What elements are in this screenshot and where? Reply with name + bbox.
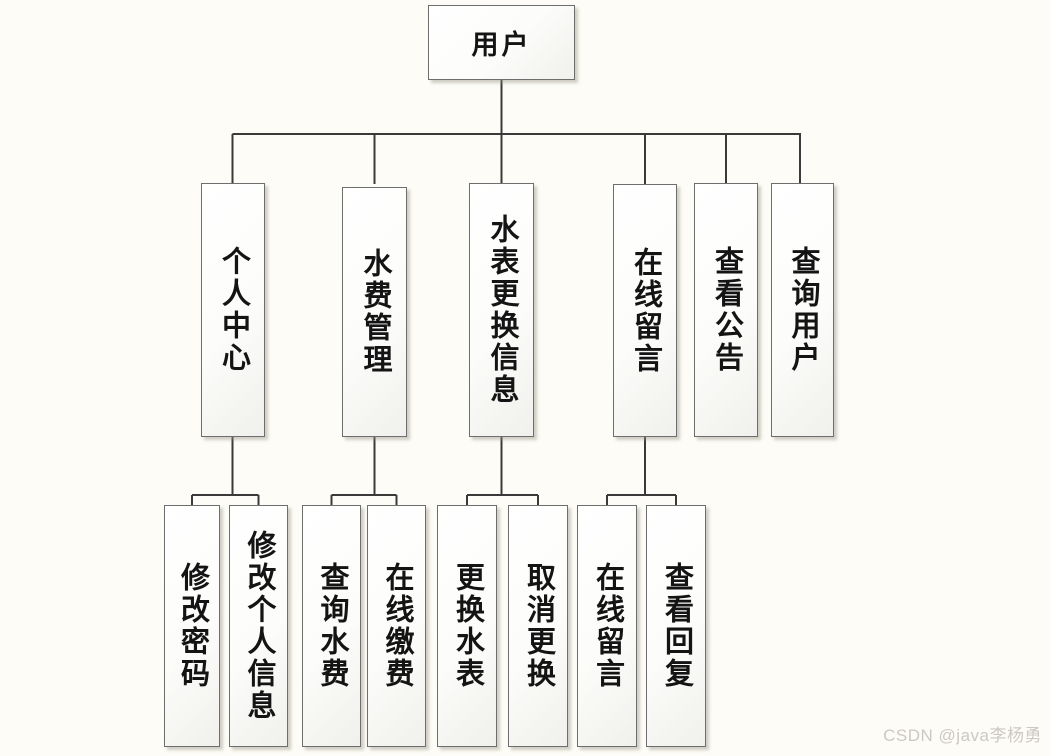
node-query-users-label: 查询用户 xyxy=(787,246,819,374)
node-cancel-replacement: 取消更换 xyxy=(508,505,568,747)
node-online-message: 在线留言 xyxy=(613,184,677,437)
node-cancel-replacement-label: 取消更换 xyxy=(522,562,555,690)
node-online-message-label: 在线留言 xyxy=(629,246,662,375)
node-edit-personal-info-label: 修改个人信息 xyxy=(243,530,275,722)
node-change-password: 修改密码 xyxy=(164,505,220,747)
node-edit-personal-info: 修改个人信息 xyxy=(229,505,288,747)
node-meter-replacement-info-label: 水表更换信息 xyxy=(486,214,518,406)
root-bus-line xyxy=(232,80,801,135)
node-query-users: 查询用户 xyxy=(771,183,834,437)
node-replace-water-meter: 更换水表 xyxy=(437,505,497,747)
node-query-water-fee: 查询水费 xyxy=(302,505,361,747)
node-water-fee-management-label: 水费管理 xyxy=(359,248,391,376)
node-online-message-child-label: 在线留言 xyxy=(591,562,624,690)
group-water-fee-lines xyxy=(330,437,398,506)
node-online-payment: 在线缴费 xyxy=(367,505,426,747)
node-view-replies-label: 查看回复 xyxy=(660,562,693,690)
node-user-label: 用户 xyxy=(471,30,532,60)
node-replace-water-meter-label: 更换水表 xyxy=(451,562,484,690)
node-change-password-label: 修改密码 xyxy=(176,562,209,690)
level2-drop-lines xyxy=(231,134,801,184)
node-meter-replacement-info: 水表更换信息 xyxy=(469,183,534,437)
node-personal-center: 个人中心 xyxy=(201,183,265,437)
node-query-water-fee-label: 查询水费 xyxy=(316,562,348,690)
group-online-message-lines xyxy=(606,437,677,506)
group-meter-replacement-lines xyxy=(466,437,539,506)
group-personal-center-lines xyxy=(191,437,260,506)
node-water-fee-management: 水费管理 xyxy=(342,187,407,437)
node-view-announcements-label: 查看公告 xyxy=(710,246,743,374)
node-online-payment-label: 在线缴费 xyxy=(381,562,413,690)
node-view-announcements: 查看公告 xyxy=(694,183,758,437)
watermark: CSDN @java李杨勇 xyxy=(883,726,1042,745)
node-view-replies: 查看回复 xyxy=(646,505,706,747)
node-online-message-child: 在线留言 xyxy=(577,505,637,747)
node-user: 用户 xyxy=(428,5,575,80)
node-personal-center-label: 个人中心 xyxy=(217,246,250,374)
